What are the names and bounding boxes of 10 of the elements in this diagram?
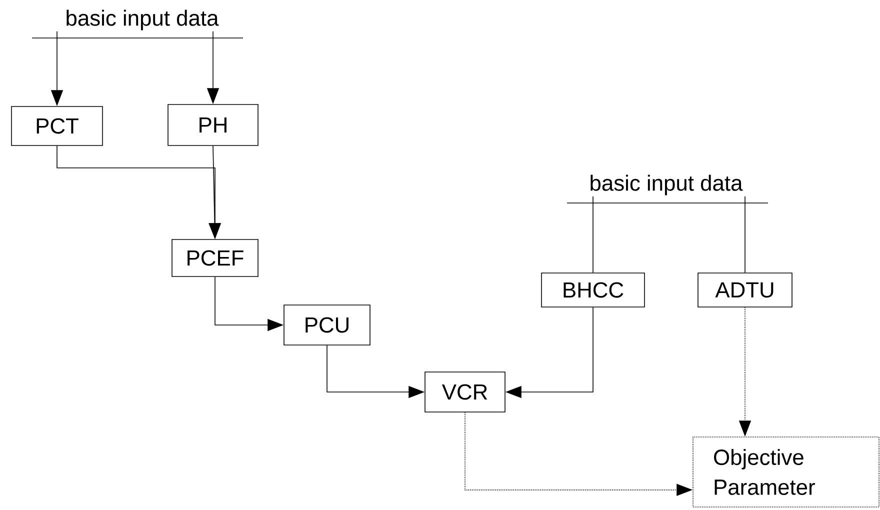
process-box: BHCC <box>541 272 645 308</box>
result-box: Objective Parameter <box>692 436 880 508</box>
process-box: PCU <box>284 304 370 346</box>
input-label: basic input data <box>66 10 219 30</box>
process-box: VCR <box>424 372 506 412</box>
process-box: PH <box>168 104 258 146</box>
process-box: PCEF <box>172 239 258 277</box>
input-label: basic input data <box>590 174 743 196</box>
process-box: PCT <box>11 106 103 146</box>
process-box: ADTU <box>698 272 792 308</box>
